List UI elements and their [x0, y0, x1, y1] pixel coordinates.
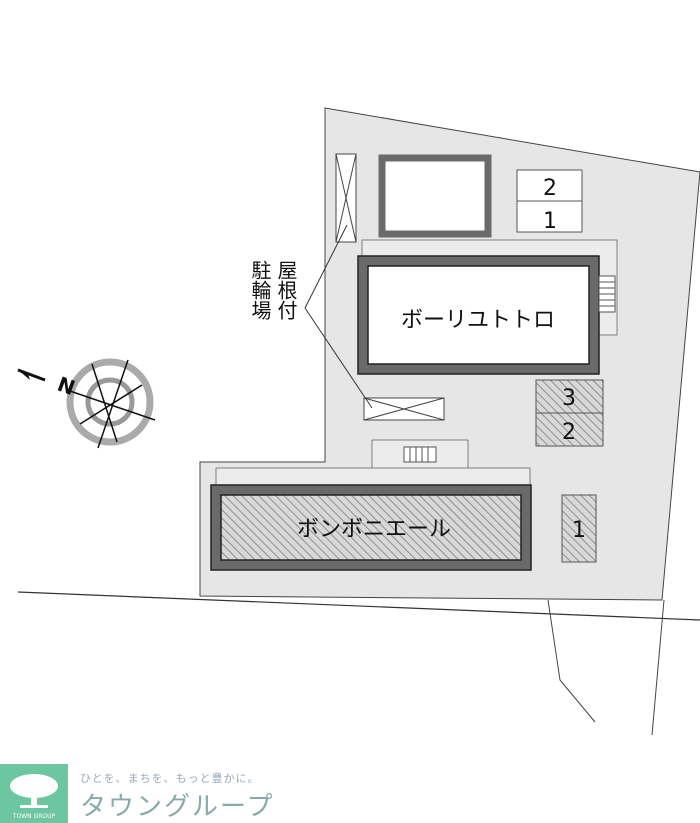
company-name: タウングループ — [80, 792, 275, 822]
bike-shelter — [335, 153, 357, 243]
svg-text:3: 3 — [562, 386, 576, 411]
parking-group-a: 2 1 — [516, 169, 583, 234]
boundary-line — [651, 599, 665, 736]
boundary-line — [547, 599, 596, 723]
stairs-icon — [598, 275, 616, 313]
bike-parking-label: 駐輪場 屋根付 — [248, 260, 298, 320]
compass-north-label: N — [54, 372, 78, 400]
parking-group-b: 3 2 — [535, 379, 604, 447]
bike-shelter — [363, 397, 445, 421]
road-line — [17, 591, 700, 621]
parking-space-label: 2 — [543, 176, 557, 201]
building-name: ボンボニエール — [297, 517, 451, 542]
building-boriyutotoro — [358, 256, 599, 374]
tree-icon — [10, 774, 58, 808]
svg-text:屋根付: 屋根付 — [274, 260, 298, 320]
svg-text:1: 1 — [572, 518, 586, 543]
compass-icon: N — [17, 358, 156, 449]
building-bonbonniere — [211, 485, 531, 570]
building-name: ボーリユトトロ — [401, 308, 555, 333]
parking-space-label: 1 — [543, 209, 557, 234]
company-logo: TOWN GROUP — [0, 764, 68, 823]
parking-group-c: 1 — [561, 494, 597, 563]
logo-text: TOWN GROUP — [12, 813, 56, 820]
tagline: ひとを、まちを、もっと豊かに。 — [80, 772, 260, 785]
svg-text:2: 2 — [562, 420, 576, 445]
svg-text:駐輪場: 駐輪場 — [248, 260, 272, 320]
stairs-icon — [403, 446, 437, 463]
